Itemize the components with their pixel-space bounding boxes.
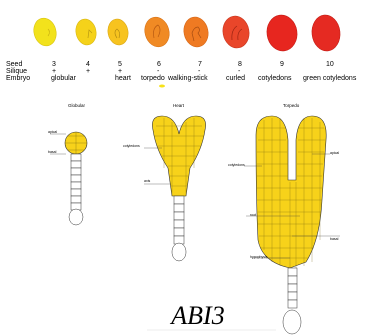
region-label: cotyledons: [228, 163, 245, 167]
silique-row-label: Silique: [6, 68, 27, 75]
region-label: root: [250, 213, 256, 217]
embryo-row-label: Embryo: [6, 75, 30, 82]
seed-number: 8: [238, 61, 242, 68]
silique-value: -: [157, 68, 160, 75]
seed-stage-4: [74, 17, 99, 47]
region-label: basal: [330, 237, 339, 241]
globular-suspensor: [69, 154, 83, 225]
stage-column: 4 +: [86, 61, 90, 75]
seed-number: 4: [86, 61, 90, 68]
embryo-stage: torpedo: [141, 75, 165, 82]
region-label: basal: [48, 150, 57, 154]
stage-column: 3 + globular: [51, 61, 77, 82]
stage-column: 9 cotyledons: [258, 61, 292, 82]
seed-stage-3: [31, 16, 59, 49]
seed-stage-9: [265, 13, 300, 53]
stage-column: 5 + heart: [115, 61, 131, 82]
embryo-title: Globular: [68, 103, 86, 108]
torpedo-embryo: Torpedo cotyledons apical root basal hyp…: [228, 103, 340, 334]
silique-value: +: [52, 68, 56, 75]
silique-value: +: [118, 68, 122, 75]
stage-column: 6 - torpedo: [141, 61, 165, 82]
gene-label: ABI3: [169, 301, 224, 330]
seed-stage-7: [181, 15, 211, 49]
torpedo-proper: [256, 116, 326, 268]
torpedo-suspensor: [283, 268, 301, 334]
seed-number: 6: [157, 61, 161, 68]
region-label: apical: [48, 130, 57, 134]
seed-number: 3: [52, 61, 56, 68]
seed-stage-5: [106, 17, 130, 46]
embryo-stage: cotyledons: [258, 75, 292, 82]
heart-embryo: Heart cotyledons axis: [123, 103, 206, 261]
embryo-title: Heart: [173, 103, 185, 108]
stage-column: 8 - curled: [226, 61, 245, 82]
embryo-stage: heart: [115, 75, 131, 82]
region-label: cotyledons: [123, 144, 140, 148]
embryo-stage: green cotyledons: [303, 75, 357, 82]
seed-number: 7: [198, 61, 202, 68]
stage-column: 10 green cotyledons: [303, 61, 357, 82]
silique-value: -: [238, 68, 241, 75]
seed-row: [31, 13, 342, 53]
stage-column: 7 - walking-stick: [167, 61, 208, 82]
embryo-title: Torpedo: [283, 103, 300, 108]
embryo-stage: curled: [226, 75, 245, 82]
embryo-stage: walking-stick: [167, 75, 208, 82]
seed-stage-8: [220, 14, 251, 50]
seed-number: 9: [280, 61, 284, 68]
region-label: apical: [330, 151, 339, 155]
seed-stage-10: [310, 14, 342, 53]
seed-stage-6: [142, 14, 173, 49]
silique-value: -: [198, 68, 201, 75]
heart-suspensor: [172, 196, 186, 261]
globular-embryo: Globular apical basal: [48, 103, 87, 225]
seed-number: 10: [326, 61, 334, 68]
seed-number: 5: [118, 61, 122, 68]
embryo-stage: globular: [51, 75, 77, 82]
silique-value: +: [86, 68, 90, 75]
region-label: hypophysis: [250, 255, 268, 259]
region-label: axis: [144, 179, 150, 183]
seed-row-label: Seed: [6, 61, 22, 68]
stage-marker: [159, 85, 165, 88]
